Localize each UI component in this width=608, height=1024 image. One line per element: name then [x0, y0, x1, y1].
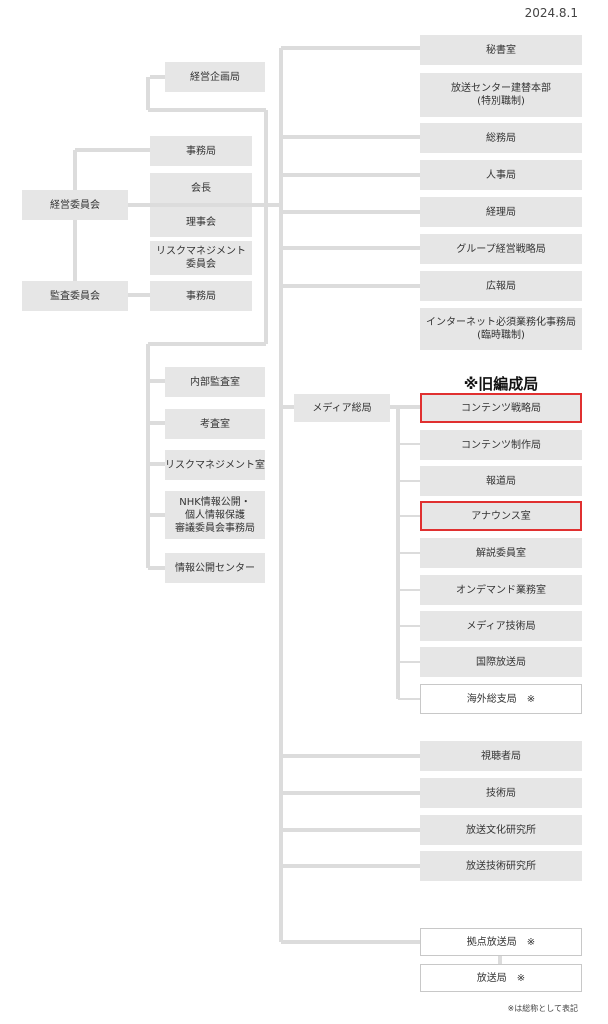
- board-secretariat-label: 事務局: [186, 145, 216, 157]
- commentary-box: 解説委員室: [420, 538, 582, 568]
- board-label: 経営委員会: [50, 199, 100, 211]
- international-label: 国際放送局: [476, 656, 526, 668]
- board-box: 経営委員会: [22, 190, 128, 220]
- risk-office-label: リスクマネジメント室: [165, 459, 265, 471]
- hub-station-box: 拠点放送局 ※: [420, 928, 582, 956]
- group-strategy-label: グループ経営戦略局: [456, 243, 546, 255]
- overseas-label: 海外総支局 ※: [466, 693, 536, 705]
- secretary-label: 秘書室: [486, 44, 516, 56]
- internet-secretariat-label: インターネット必須業務化事務局 (臨時職制): [426, 317, 576, 341]
- tech-research-box: 放送技術研究所: [420, 851, 582, 881]
- media-tech-label: メディア技術局: [466, 620, 536, 632]
- content-production-box: コンテンツ制作局: [420, 430, 582, 460]
- content-strategy-label: コンテンツ戦略局: [461, 402, 541, 414]
- review-office-label: 考査室: [200, 418, 230, 430]
- announcer-box: アナウンス室: [420, 501, 582, 531]
- hr-label: 人事局: [486, 169, 516, 181]
- president-box: 会長: [150, 173, 252, 203]
- old-org-label: ※旧編成局: [463, 375, 539, 393]
- pr-box: 広報局: [420, 271, 582, 301]
- audit-box: 監査委員会: [22, 281, 128, 311]
- president-label: 会長: [191, 182, 211, 194]
- accounting-label: 経理局: [486, 206, 516, 218]
- disclosure-committee-box: NHK情報公開・ 個人情報保護 審議委員会事務局: [165, 491, 265, 539]
- culture-research-box: 放送文化研究所: [420, 815, 582, 845]
- engineering-label: 技術局: [486, 787, 516, 799]
- planning-label: 経営企画局: [190, 71, 240, 83]
- station-label: 放送局 ※: [476, 972, 526, 984]
- planning-box: 経営企画局: [165, 62, 265, 92]
- on-demand-box: オンデマンド業務室: [420, 575, 582, 605]
- international-box: 国際放送局: [420, 647, 582, 677]
- risk-committee-label: リスクマネジメント 委員会: [156, 246, 246, 270]
- risk-committee-box: リスクマネジメント 委員会: [150, 241, 252, 275]
- engineering-box: 技術局: [420, 778, 582, 808]
- internal-audit-box: 内部監査室: [165, 367, 265, 397]
- hr-box: 人事局: [420, 160, 582, 190]
- secretary-box: 秘書室: [420, 35, 582, 65]
- news-label: 報道局: [486, 475, 516, 487]
- audit-secretariat-box: 事務局: [150, 281, 252, 311]
- board-secretariat-box: 事務局: [150, 136, 252, 166]
- audit-secretariat-label: 事務局: [186, 290, 216, 302]
- tech-research-label: 放送技術研究所: [466, 860, 536, 872]
- content-production-label: コンテンツ制作局: [461, 439, 541, 451]
- content-strategy-box: コンテンツ戦略局: [420, 393, 582, 423]
- on-demand-label: オンデマンド業務室: [456, 584, 546, 596]
- review-office-box: 考査室: [165, 409, 265, 439]
- station-box: 放送局 ※: [420, 964, 582, 992]
- internet-secretariat-box: インターネット必須業務化事務局 (臨時職制): [420, 308, 582, 350]
- rebuild-hq-box: 放送センター建替本部 (特別職制): [420, 73, 582, 117]
- disclosure-center-label: 情報公開センター: [175, 562, 255, 574]
- disclosure-center-box: 情報公開センター: [165, 553, 265, 583]
- announcer-label: アナウンス室: [471, 510, 531, 522]
- accounting-box: 経理局: [420, 197, 582, 227]
- general-affairs-box: 総務局: [420, 123, 582, 153]
- media-hq-box: メディア総局: [294, 394, 390, 422]
- disclosure-committee-label: NHK情報公開・ 個人情報保護 審議委員会事務局: [175, 496, 255, 534]
- viewers-box: 視聴者局: [420, 741, 582, 771]
- rebuild-hq-label: 放送センター建替本部 (特別職制): [451, 83, 551, 107]
- overseas-box: 海外総支局 ※: [420, 684, 582, 714]
- directors-label: 理事会: [186, 216, 216, 228]
- date-label: 2024.8.1: [524, 6, 578, 20]
- directors-box: 理事会: [150, 207, 252, 237]
- audit-label: 監査委員会: [50, 290, 100, 302]
- group-strategy-box: グループ経営戦略局: [420, 234, 582, 264]
- general-affairs-label: 総務局: [486, 132, 516, 144]
- news-box: 報道局: [420, 466, 582, 496]
- footnote: ※は総称として表記: [507, 1004, 578, 1013]
- hub-station-label: 拠点放送局 ※: [466, 936, 536, 948]
- culture-research-label: 放送文化研究所: [466, 824, 536, 836]
- viewers-label: 視聴者局: [481, 750, 521, 762]
- pr-label: 広報局: [486, 280, 516, 292]
- media-hq-label: メディア総局: [312, 402, 372, 414]
- media-tech-box: メディア技術局: [420, 611, 582, 641]
- risk-office-box: リスクマネジメント室: [165, 450, 265, 480]
- commentary-label: 解説委員室: [476, 547, 526, 559]
- internal-audit-label: 内部監査室: [190, 376, 240, 388]
